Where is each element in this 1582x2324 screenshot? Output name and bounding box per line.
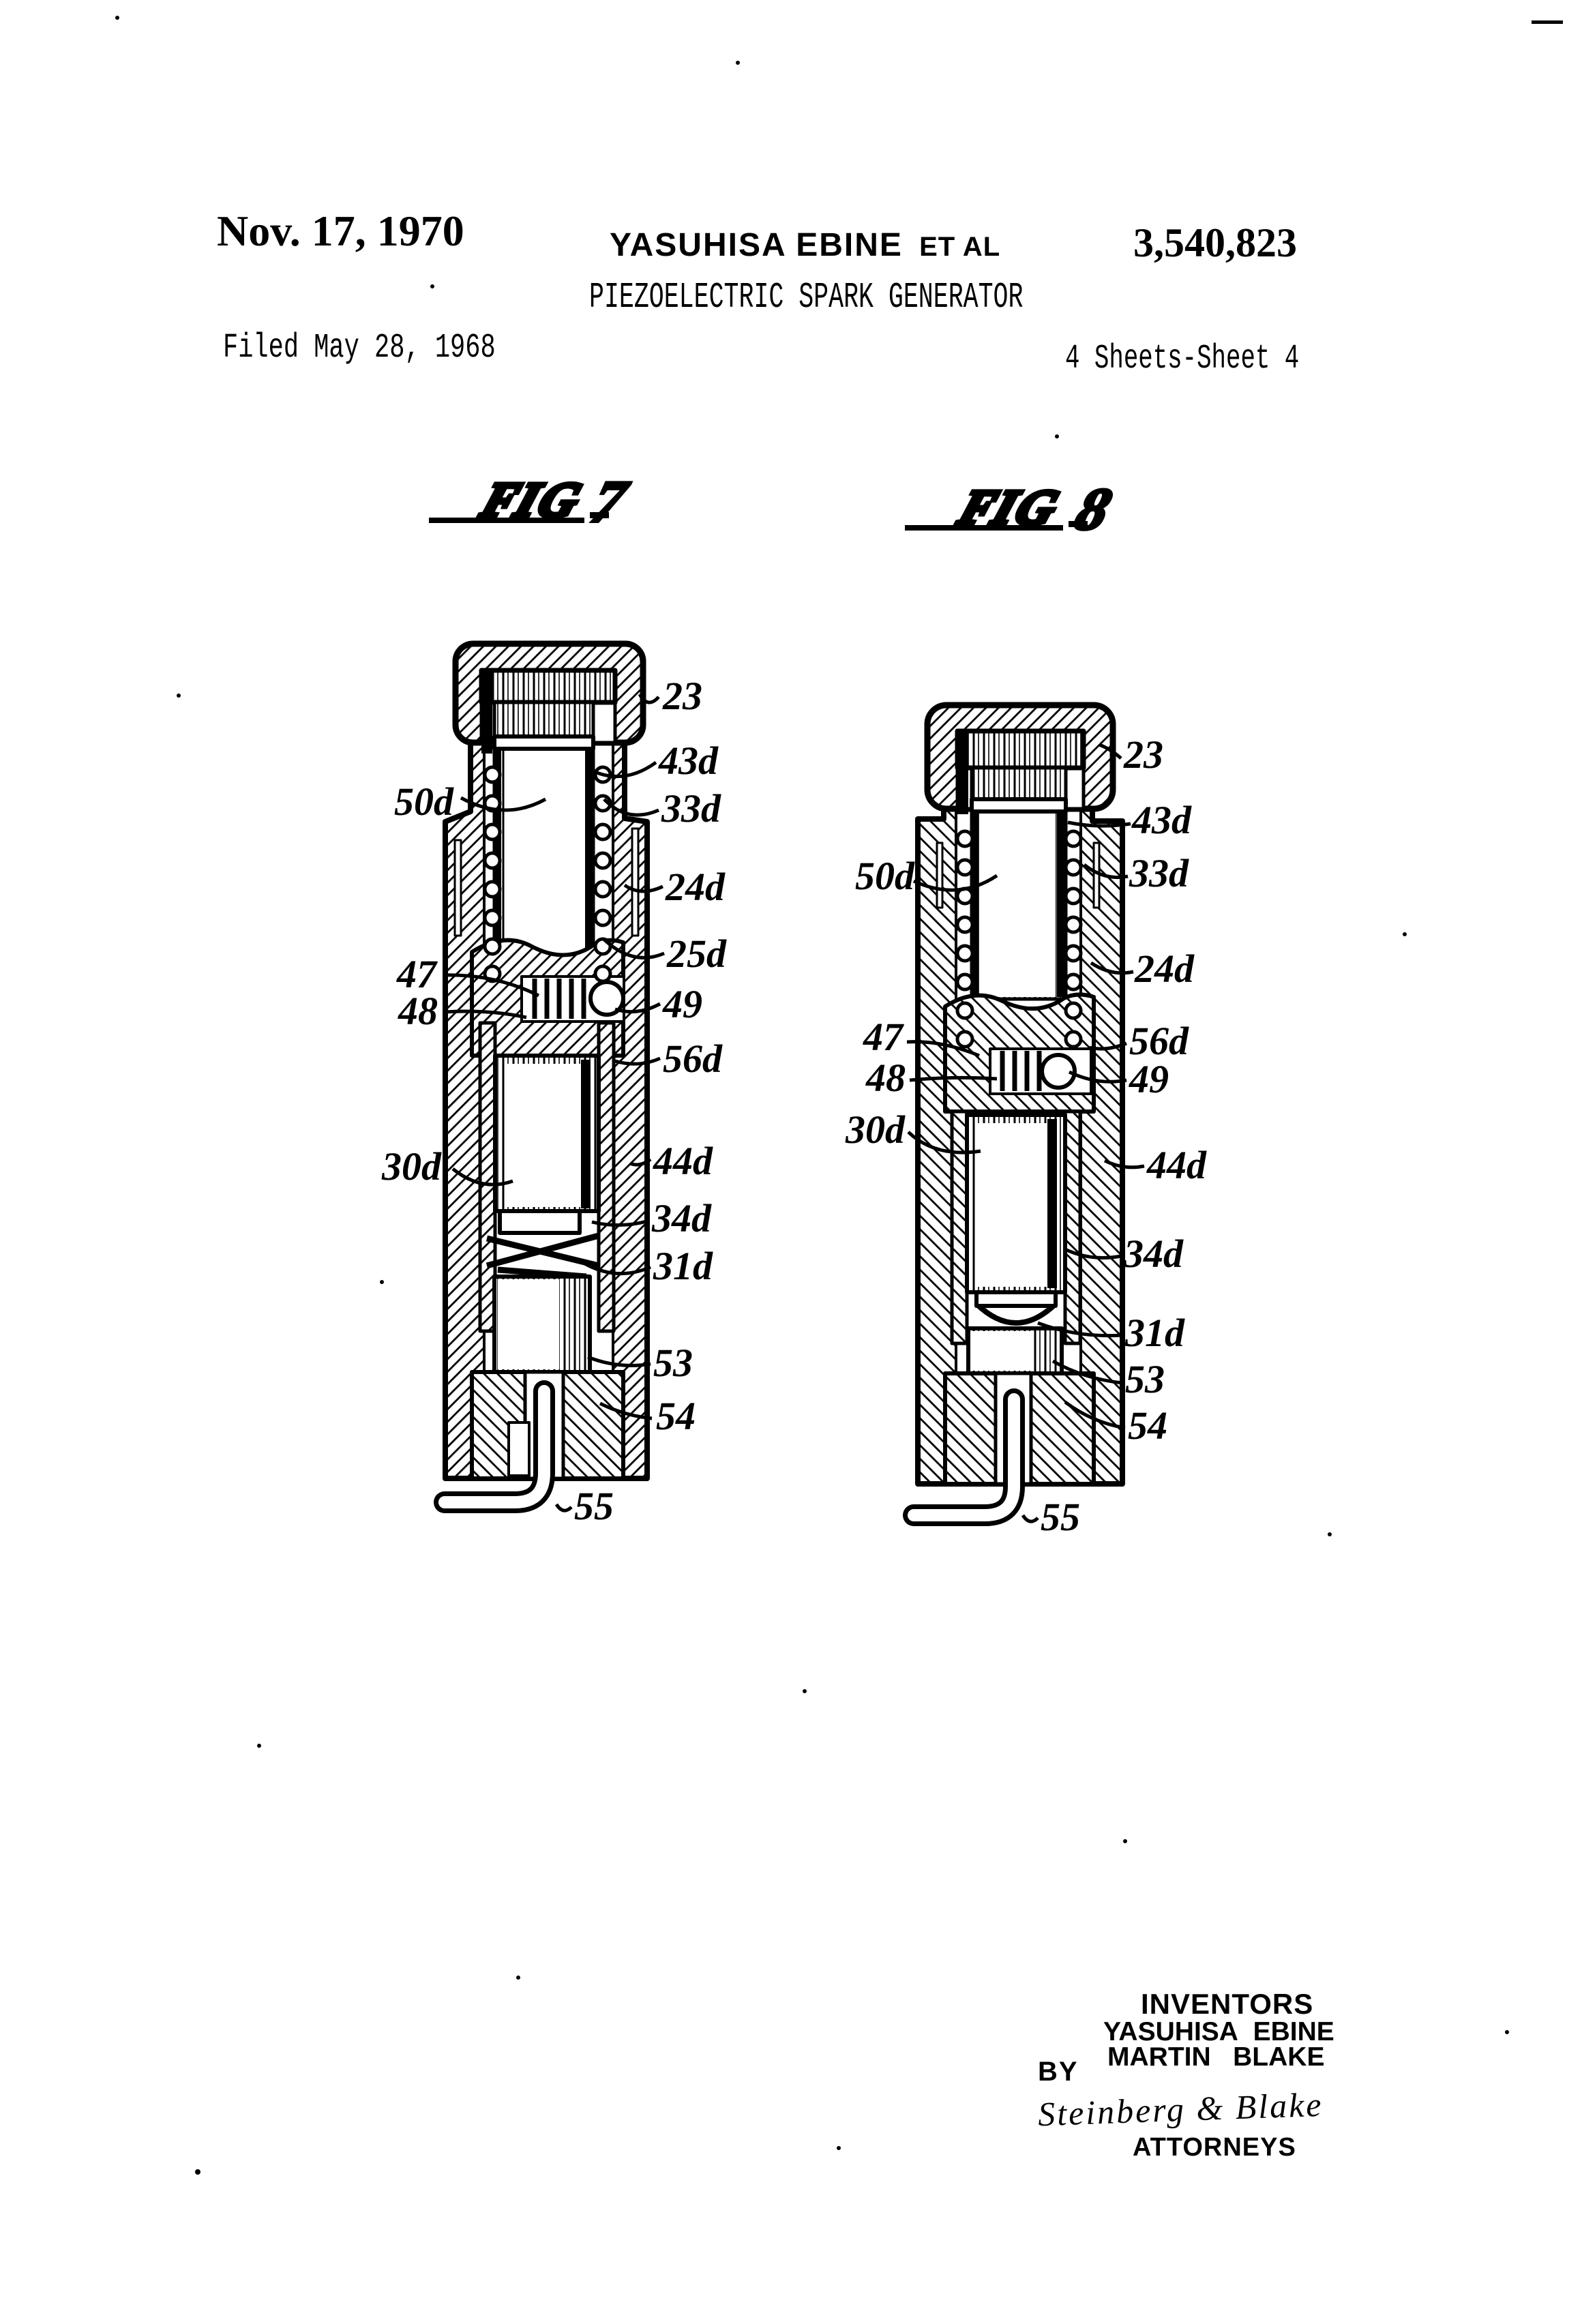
svg-text:47: 47 [396, 952, 438, 996]
svg-text:48: 48 [865, 1056, 906, 1100]
svg-text:34d: 34d [1123, 1232, 1184, 1276]
svg-text:8: 8 [1064, 476, 1124, 542]
svg-text:25d: 25d [666, 932, 727, 976]
svg-text:55: 55 [574, 1484, 614, 1528]
svg-text:54: 54 [1128, 1403, 1167, 1448]
svg-text:31d: 31d [653, 1244, 713, 1288]
svg-text:23: 23 [662, 674, 702, 718]
svg-text:31d: 31d [1124, 1311, 1185, 1355]
svg-text:48: 48 [398, 989, 438, 1033]
svg-text:44d: 44d [653, 1139, 713, 1183]
svg-text:43d: 43d [658, 739, 719, 783]
svg-text:44d: 44d [1146, 1143, 1207, 1187]
svg-text:34d: 34d [651, 1196, 712, 1240]
svg-text:24d: 24d [1134, 947, 1195, 991]
svg-text:56d: 56d [663, 1037, 723, 1081]
svg-text:55: 55 [1041, 1495, 1080, 1539]
svg-text:33d: 33d [1129, 851, 1189, 895]
svg-text:30d: 30d [381, 1144, 442, 1189]
svg-text:23: 23 [1123, 732, 1163, 777]
svg-text:47: 47 [863, 1015, 904, 1059]
svg-text:24d: 24d [665, 865, 726, 909]
svg-text:54: 54 [656, 1394, 696, 1438]
svg-text:33d: 33d [661, 786, 721, 831]
svg-text:49: 49 [662, 982, 702, 1026]
svg-text:56d: 56d [1129, 1019, 1189, 1063]
svg-text:50d: 50d [394, 779, 454, 824]
svg-text:50d: 50d [855, 854, 915, 898]
svg-text:30d: 30d [845, 1107, 906, 1152]
svg-text:53: 53 [653, 1341, 693, 1385]
svg-text:53: 53 [1125, 1357, 1165, 1401]
svg-text:43d: 43d [1131, 798, 1192, 842]
svg-text:49: 49 [1129, 1057, 1169, 1101]
